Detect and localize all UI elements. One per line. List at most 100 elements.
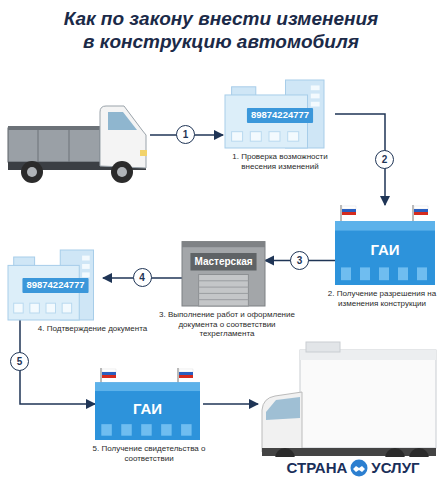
step-caption: 2. Получение разрешения на изменения кон… xyxy=(327,289,437,308)
truck-window xyxy=(266,397,300,420)
building-facade xyxy=(182,242,265,306)
watermark-text: СТРАНА xyxy=(287,460,348,475)
building-window xyxy=(62,303,72,313)
building-window xyxy=(341,267,351,280)
flag-stripe xyxy=(414,206,428,209)
building-window xyxy=(288,132,299,142)
step-number: 5 xyxy=(10,352,29,371)
step-caption: 3. Выполнение работ и оформление докумен… xyxy=(157,310,297,339)
building-facade xyxy=(95,382,200,440)
truck-wheel xyxy=(21,161,43,183)
flag-pole xyxy=(178,368,179,382)
building-sign: 89874224777 xyxy=(251,110,309,121)
watermark-icon xyxy=(350,459,368,477)
flag-stripe xyxy=(342,209,356,212)
step-caption: 4. Подтверждение документа xyxy=(30,324,155,334)
building-cornice xyxy=(335,221,435,231)
building-window xyxy=(232,132,243,142)
truck-window xyxy=(108,112,137,130)
building-office: 898742247774. Подтверждение документа xyxy=(8,250,103,320)
building-window xyxy=(379,267,389,280)
building-parapet xyxy=(182,242,265,248)
building-cornice xyxy=(95,382,200,391)
building-window xyxy=(417,267,427,280)
diagram-title: Как по закону внести изменения в констру… xyxy=(62,8,380,54)
building-window xyxy=(250,132,261,142)
building-window xyxy=(398,267,408,280)
step-caption-box: 3. Выполнение работ и оформление докумен… xyxy=(157,310,297,339)
truck-board xyxy=(38,130,39,162)
icon-hands xyxy=(353,466,365,472)
sign-band xyxy=(22,278,88,293)
truck-light xyxy=(140,150,147,156)
step-number: 4 xyxy=(133,268,152,287)
fridge-unit xyxy=(306,342,340,352)
sign-band xyxy=(247,108,313,123)
building-workshop: Мастерская3. Выполнение работ и оформлен… xyxy=(182,236,265,306)
building-window xyxy=(311,85,320,90)
flatbed-truck xyxy=(8,106,147,183)
step-caption: 5. Получение свидетельства о соответстви… xyxy=(89,444,209,463)
step-caption-box: 2. Получение разрешения на изменения кон… xyxy=(327,289,437,308)
building-window xyxy=(82,264,90,269)
watermark-text: УСЛУГ xyxy=(371,460,419,475)
building-window xyxy=(30,303,39,313)
building-sign: Мастерская xyxy=(194,256,252,268)
truck-hub xyxy=(27,167,37,177)
truck-cab xyxy=(262,392,302,452)
building-shape xyxy=(182,236,265,306)
flag-pole xyxy=(341,205,342,221)
building-window xyxy=(141,424,152,436)
building-sign: ГАИ xyxy=(133,400,162,417)
building-window xyxy=(311,102,320,107)
building-window xyxy=(14,303,24,313)
step-number: 3 xyxy=(290,251,309,270)
building-sign: ГАИ xyxy=(370,241,399,258)
building-window xyxy=(82,272,90,277)
flag-stripe xyxy=(179,375,193,378)
step-caption-box: 1. Проверка возможности внесения изменен… xyxy=(217,152,343,171)
flag-stripe xyxy=(414,209,428,212)
flag-pole xyxy=(101,368,102,382)
garage-door xyxy=(199,275,249,307)
flag-stripe xyxy=(342,212,356,215)
refrigerated-truck xyxy=(262,342,436,468)
flag-stripe xyxy=(102,369,116,372)
flag-stripe xyxy=(342,206,356,209)
flow-arrow xyxy=(203,403,258,405)
truck-wheel xyxy=(111,161,133,183)
step-caption-box: 5. Получение свидетельства о соответстви… xyxy=(89,444,209,463)
sign-band xyxy=(190,253,256,271)
building-window xyxy=(46,303,56,313)
building-window xyxy=(311,94,320,99)
building-gai: ГАИ5. Получение свидетельства о соответс… xyxy=(95,368,200,440)
building-window xyxy=(360,267,370,280)
flag-stripe xyxy=(102,372,116,375)
icon-circle xyxy=(351,459,368,476)
building-window xyxy=(101,424,112,436)
building-window xyxy=(269,132,280,142)
building-window xyxy=(181,424,192,436)
building-office: 898742247771. Проверка возможности внесе… xyxy=(225,80,335,148)
door-slat xyxy=(199,287,249,288)
step-number: 2 xyxy=(375,150,394,169)
truck-box xyxy=(300,350,436,448)
truck-platform xyxy=(8,128,100,162)
building-window xyxy=(121,424,132,436)
step-caption: 1. Проверка возможности внесения изменен… xyxy=(217,152,343,171)
flag-stripe xyxy=(179,369,193,372)
truck-board xyxy=(8,126,100,130)
building-facade xyxy=(335,221,435,285)
truck-board xyxy=(69,130,70,162)
flag-pole xyxy=(413,205,414,221)
door-slat xyxy=(199,293,249,294)
step-number: 1 xyxy=(176,125,195,144)
flag-stripe xyxy=(102,375,116,378)
building-sign: 89874224777 xyxy=(26,280,84,291)
building-window xyxy=(161,424,172,436)
truck-hub xyxy=(117,167,127,177)
step-caption-box: 4. Подтверждение документа xyxy=(30,324,155,334)
truck-cab xyxy=(100,106,146,168)
door-slat xyxy=(199,299,249,300)
